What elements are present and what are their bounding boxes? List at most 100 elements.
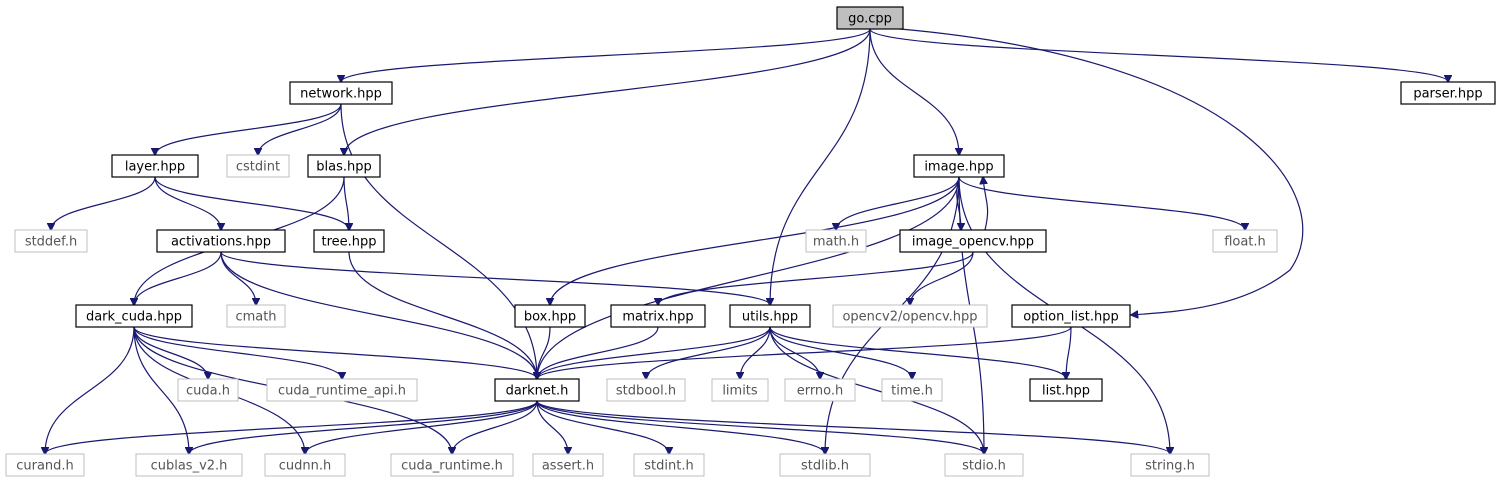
edge-option-list-hpp-to-darknet-h [537, 326, 1072, 379]
node-label-stddef-h: stddef.h [25, 235, 77, 250]
edge-image-hpp-to-math-h [836, 176, 960, 230]
node-layer: go.cpp network.hpp parser.hpp layer.hpp cstd… [5, 6, 1496, 477]
edge-dark-cuda-hpp-to-curand-h [45, 326, 135, 454]
node-label-tree-hpp: tree.hpp [321, 235, 376, 250]
edge-image-hpp-to-float-h [958, 176, 1245, 230]
node-box-stdio-h [944, 453, 1024, 477]
edge-layer-hpp-to-tree-hpp [154, 176, 349, 230]
edge-darknet-h-to-string-h [536, 400, 1170, 454]
edge-activations-hpp-to-dark-cuda-hpp [134, 251, 222, 305]
node-box-parser-hpp [1400, 81, 1496, 105]
node-box-network-hpp [289, 81, 393, 105]
node-darknet-h[interactable]: darknet.h [494, 378, 580, 402]
node-label-cuda-runtime-api-h: cuda_runtime_api.h [278, 384, 406, 399]
node-option-list-hpp[interactable]: option_list.hpp [1011, 304, 1131, 328]
node-errno-h: errno.h [784, 378, 856, 402]
edge-layer-hpp-to-activations-hpp [154, 176, 221, 230]
node-box-cudnn-h [264, 453, 346, 477]
edge-activations-hpp-to-darknet-h [220, 251, 537, 379]
node-label-image-hpp: image.hpp [924, 160, 993, 175]
edge-utils-hpp-to-list-hpp [769, 326, 1066, 379]
node-box-cuda-h [177, 378, 239, 402]
node-box-image-hpp [913, 154, 1005, 178]
node-tree-hpp[interactable]: tree.hpp [313, 229, 385, 253]
node-label-matrix-hpp: matrix.hpp [622, 310, 693, 325]
node-cstdint: cstdint [226, 154, 290, 178]
node-label-cudnn-h: cudnn.h [279, 459, 332, 474]
edge-image-hpp-to-box-hpp [550, 176, 960, 305]
node-label-limits: limits [722, 384, 758, 399]
node-label-assert-h: assert.h [542, 459, 594, 474]
edge-go-cpp-to-parser-hpp [869, 28, 1448, 82]
node-box-layer-hpp [111, 154, 199, 178]
edge-blas-hpp-to-tree-hpp [343, 176, 349, 230]
node-float-h: float.h [1212, 229, 1278, 253]
node-box-math-h [805, 229, 867, 253]
edge-network-hpp-to-cstdint [258, 103, 342, 155]
node-label-image-opencv-hpp: image_opencv.hpp [912, 235, 1034, 250]
node-label-box-hpp: box.hpp [524, 310, 576, 325]
node-cudnn-h: cudnn.h [264, 453, 346, 477]
node-label-cstdint: cstdint [236, 160, 280, 175]
edge-image-hpp-to-darknet-h [537, 176, 960, 379]
node-blas-hpp[interactable]: blas.hpp [307, 154, 381, 178]
node-label-cuda-h: cuda.h [186, 384, 230, 399]
node-go-cpp[interactable]: go.cpp [836, 6, 904, 30]
node-cublas-v2-h: cublas_v2.h [135, 453, 243, 477]
node-box-stdint-h [633, 453, 705, 477]
node-box-box-hpp [514, 304, 586, 328]
edge-utils-hpp-to-stdbool-h [646, 326, 771, 379]
node-dark-cuda-hpp[interactable]: dark_cuda.hpp [75, 304, 193, 328]
node-utils-hpp[interactable]: utils.hpp [729, 304, 811, 328]
node-label-activations-hpp: activations.hpp [171, 235, 271, 250]
node-box-matrix-hpp [610, 304, 706, 328]
node-box-cstdint [226, 154, 290, 178]
edge-network-hpp-to-darknet-h [340, 103, 537, 379]
node-box-cuda-runtime-api-h [266, 378, 418, 402]
edge-network-hpp-to-layer-hpp [155, 103, 342, 155]
edge-go-cpp-to-option-list-hpp [899, 28, 1304, 315]
edge-utils-hpp-to-darknet-h [537, 326, 771, 379]
edge-image-opencv-hpp-to-image-hpp [983, 177, 989, 231]
edge-image-opencv-hpp-to-opencv2-opencv-hpp [910, 251, 974, 305]
node-image-opencv-hpp[interactable]: image_opencv.hpp [899, 229, 1047, 253]
node-label-errno-h: errno.h [797, 384, 844, 399]
node-stddef-h: stddef.h [14, 229, 88, 253]
node-network-hpp[interactable]: network.hpp [289, 81, 393, 105]
node-label-parser-hpp: parser.hpp [1413, 87, 1482, 102]
node-cmath: cmath [226, 304, 286, 328]
node-cuda-h: cuda.h [177, 378, 239, 402]
node-parser-hpp[interactable]: parser.hpp [1400, 81, 1496, 105]
node-box-limits [711, 378, 769, 402]
node-list-hpp[interactable]: list.hpp [1029, 378, 1103, 402]
node-box-hpp[interactable]: box.hpp [514, 304, 586, 328]
edge-utils-hpp-to-limits [740, 326, 771, 379]
node-label-math-h: math.h [813, 235, 859, 250]
node-matrix-hpp[interactable]: matrix.hpp [610, 304, 706, 328]
node-activations-hpp[interactable]: activations.hpp [156, 229, 286, 253]
node-label-stdbool-h: stdbool.h [616, 384, 676, 399]
edge-option-list-hpp-to-list-hpp [1066, 326, 1072, 379]
node-box-tree-hpp [313, 229, 385, 253]
node-stdbool-h: stdbool.h [606, 378, 686, 402]
node-box-opencv2-opencv-hpp [832, 304, 988, 328]
edge-darknet-h-to-curand-h [45, 400, 538, 454]
node-box-stdbool-h [606, 378, 686, 402]
node-label-stdio-h: stdio.h [962, 459, 1006, 474]
node-label-list-hpp: list.hpp [1042, 384, 1090, 399]
node-label-opencv2-opencv-hpp: opencv2/opencv.hpp [842, 310, 977, 325]
node-label-blas-hpp: blas.hpp [316, 160, 371, 175]
edge-darknet-h-to-stdint-h [536, 400, 669, 454]
node-image-hpp[interactable]: image.hpp [913, 154, 1005, 178]
node-stdlib-h: stdlib.h [779, 453, 871, 477]
node-box-curand-h [5, 453, 85, 477]
edge-darknet-h-to-cublas-v2-h [189, 400, 538, 454]
edge-utils-hpp-to-stdio-h [769, 326, 984, 454]
node-limits: limits [711, 378, 769, 402]
node-box-time-h [881, 378, 943, 402]
node-box-image-opencv-hpp [899, 229, 1047, 253]
node-box-blas-hpp [307, 154, 381, 178]
node-layer-hpp[interactable]: layer.hpp [111, 154, 199, 178]
node-box-cublas-v2-h [135, 453, 243, 477]
